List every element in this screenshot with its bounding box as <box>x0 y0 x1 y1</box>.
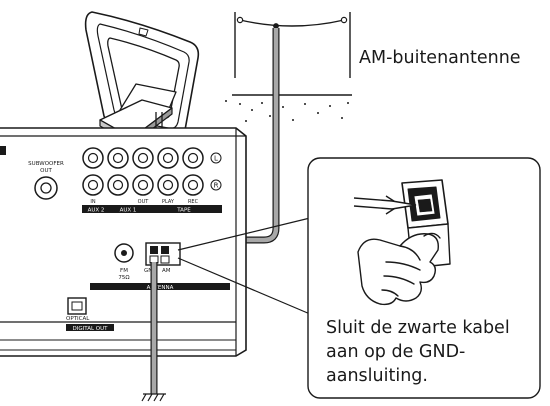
group-label-aux2: AUX 2 <box>88 208 105 214</box>
jack-label-in: IN <box>90 199 95 205</box>
channel-markers <box>210 152 222 191</box>
outdoor-antenna-cable <box>156 28 280 247</box>
callout-pointer <box>177 217 311 315</box>
group-label-aux1: AUX 1 <box>120 208 137 214</box>
rca-jacks-top-row <box>82 147 204 169</box>
optical-digital-out-jack <box>67 297 87 315</box>
am-terminal-block <box>145 242 181 266</box>
jack-label-rec: REC <box>188 199 199 205</box>
fm-label-line1: FM <box>120 268 128 274</box>
channel-right-label: R <box>214 182 219 190</box>
outdoor-antenna <box>225 12 352 122</box>
callout-text-line2: aan op de GND- <box>326 342 465 362</box>
rca-jacks-bottom-row <box>82 174 204 196</box>
subwoofer-label-line1: SUBWOOFER <box>28 161 64 167</box>
jack-label-out: OUT <box>138 199 150 205</box>
group-label-tape: TAPE <box>176 208 191 214</box>
insertion-arrow <box>353 195 417 215</box>
fm-label-line2: 75Ω <box>118 275 129 281</box>
am-loop-antenna <box>84 11 200 145</box>
channel-left-label: L <box>214 155 218 163</box>
fm-antenna-jack <box>114 243 134 263</box>
digital-out-bar <box>66 324 114 331</box>
digital-out-label: DIGITAL OUT <box>73 326 109 332</box>
optical-label: OPTICAL <box>66 316 90 322</box>
callout-text-line3: aansluiting. <box>326 366 428 386</box>
subwoofer-out-jack <box>34 176 58 200</box>
hand-pressing-lever-icon <box>357 232 441 306</box>
jack-label-play: PLAY <box>162 199 175 205</box>
jack-group-bar <box>82 205 222 213</box>
outdoor-antenna-label: AM-buitenantenne <box>359 48 521 68</box>
ground-symbol <box>141 393 166 402</box>
antenna-label-bar <box>90 283 230 290</box>
am-label: AM <box>162 268 171 274</box>
callout-text-line1: Sluit de zwarte kabel <box>326 318 510 338</box>
ground-dots <box>225 100 349 122</box>
gnd-label: GND <box>144 268 157 274</box>
antenna-label: ANTENNA <box>147 285 174 291</box>
subwoofer-label-line2: OUT <box>40 168 52 174</box>
